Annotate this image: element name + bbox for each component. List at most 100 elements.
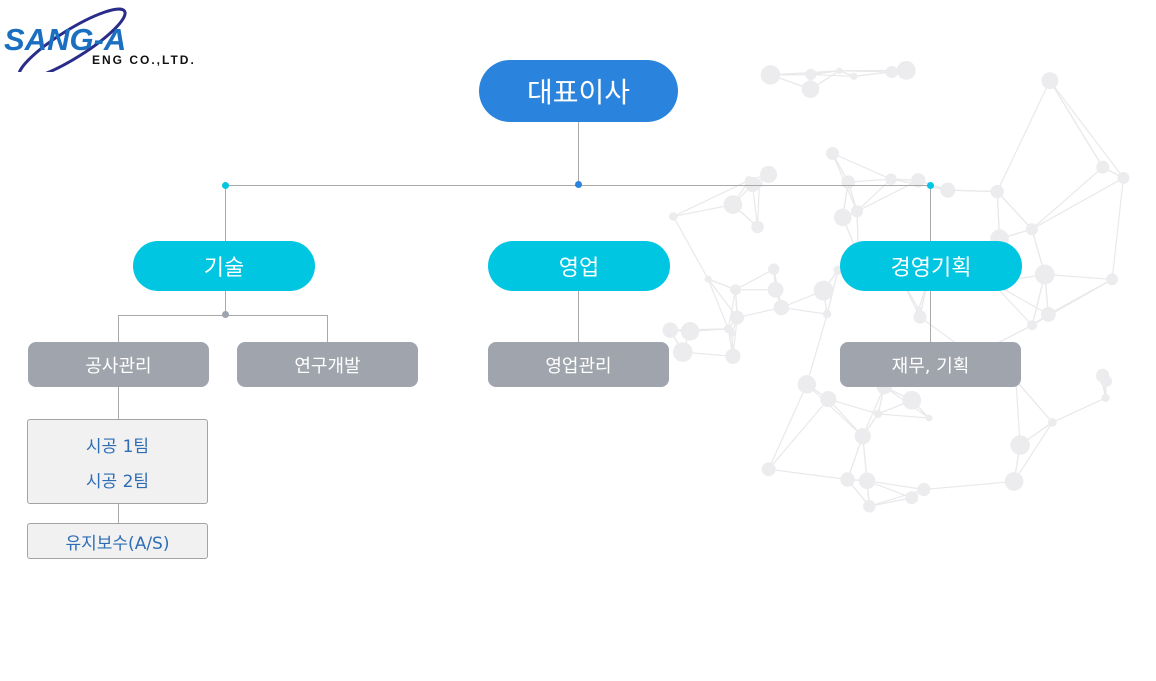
network-node <box>841 175 855 189</box>
network-node <box>730 310 745 325</box>
network-line <box>810 73 854 77</box>
network-node <box>1106 273 1119 286</box>
network-node <box>840 472 855 487</box>
network-node <box>885 173 897 185</box>
network-node <box>1047 417 1057 427</box>
network-node <box>813 280 834 301</box>
network-node <box>730 284 741 296</box>
connector <box>578 291 579 342</box>
network-line <box>727 289 737 330</box>
network-line <box>707 278 738 318</box>
network-line <box>673 204 734 217</box>
network-node <box>1096 160 1110 174</box>
network-node <box>858 472 876 490</box>
network-node <box>850 72 858 80</box>
network-line <box>770 70 840 76</box>
connector <box>578 122 579 185</box>
network-node <box>911 173 926 188</box>
network-line <box>1044 273 1113 280</box>
network-node <box>751 220 764 234</box>
network-node <box>1040 306 1056 322</box>
network-line <box>707 278 729 330</box>
network-node <box>925 414 933 422</box>
network-node <box>913 310 927 324</box>
network-node <box>760 165 778 183</box>
network-node <box>1101 393 1110 402</box>
network-line <box>1013 422 1053 482</box>
network-node <box>826 147 840 160</box>
network-line <box>827 398 864 437</box>
network-node <box>805 68 817 81</box>
connector <box>118 387 119 419</box>
network-line <box>1015 380 1021 446</box>
network-node <box>1027 320 1038 331</box>
ceo-node: 대표이사 <box>479 60 678 122</box>
network-node <box>801 80 820 99</box>
network-line <box>828 398 879 415</box>
network-node <box>940 182 956 198</box>
network-node <box>990 184 1004 199</box>
connector <box>225 185 226 241</box>
division-sales: 영업 <box>488 241 670 291</box>
team-sales-management: 영업관리 <box>488 342 669 387</box>
network-node <box>833 208 852 227</box>
network-node <box>672 342 693 362</box>
junction-dot <box>927 182 934 189</box>
network-node <box>850 205 864 218</box>
construction-teams-box: 시공 1팀 시공 2팀 <box>27 419 208 504</box>
network-line <box>869 497 912 507</box>
company-logo: SANG-A ENG CO.,LTD. <box>4 6 214 81</box>
network-line <box>923 480 1015 491</box>
maintenance-label: 유지보수(A/S) <box>65 533 170 554</box>
network-node <box>768 263 780 275</box>
network-node <box>662 322 679 338</box>
network-node <box>1025 223 1038 236</box>
junction-dot <box>575 181 582 188</box>
logo-subtext: ENG CO.,LTD. <box>92 53 196 67</box>
network-node <box>797 375 816 394</box>
network-line <box>1111 177 1125 280</box>
network-line <box>735 268 775 291</box>
network-node <box>854 428 871 445</box>
construction-team-2: 시공 2팀 <box>85 471 150 492</box>
network-node <box>704 275 712 283</box>
network-line <box>866 480 924 491</box>
network-line <box>996 191 1033 230</box>
network-line <box>672 216 709 280</box>
network-node <box>917 482 931 497</box>
network-node <box>767 281 784 298</box>
logo-text: SANG-A <box>4 22 126 57</box>
network-node <box>761 462 776 477</box>
network-node <box>896 60 916 80</box>
network-line <box>878 413 930 419</box>
network-line <box>832 152 892 180</box>
network-line <box>853 71 892 77</box>
junction-dot <box>222 311 229 318</box>
network-line <box>1031 177 1124 230</box>
connector <box>118 315 119 342</box>
network-line <box>1049 80 1124 179</box>
network-node <box>728 329 736 337</box>
network-line <box>806 383 864 437</box>
network-node <box>1117 171 1130 184</box>
team-research-development: 연구개발 <box>237 342 418 387</box>
network-node <box>1041 72 1059 90</box>
network-node <box>905 491 919 505</box>
network-node <box>725 348 741 364</box>
connector <box>225 291 226 315</box>
network-line <box>1015 379 1053 423</box>
connector <box>118 504 119 523</box>
network-line <box>768 468 848 481</box>
network-node <box>669 212 678 221</box>
connector <box>930 185 931 241</box>
network-node <box>773 299 790 316</box>
network-line <box>768 398 829 470</box>
network-node <box>902 390 922 410</box>
network-line <box>806 313 828 385</box>
network-node <box>1096 368 1110 382</box>
network-line <box>839 70 892 73</box>
network-node <box>885 65 898 79</box>
network-node <box>1010 435 1030 455</box>
network-node <box>863 500 876 513</box>
network-node <box>873 409 883 419</box>
